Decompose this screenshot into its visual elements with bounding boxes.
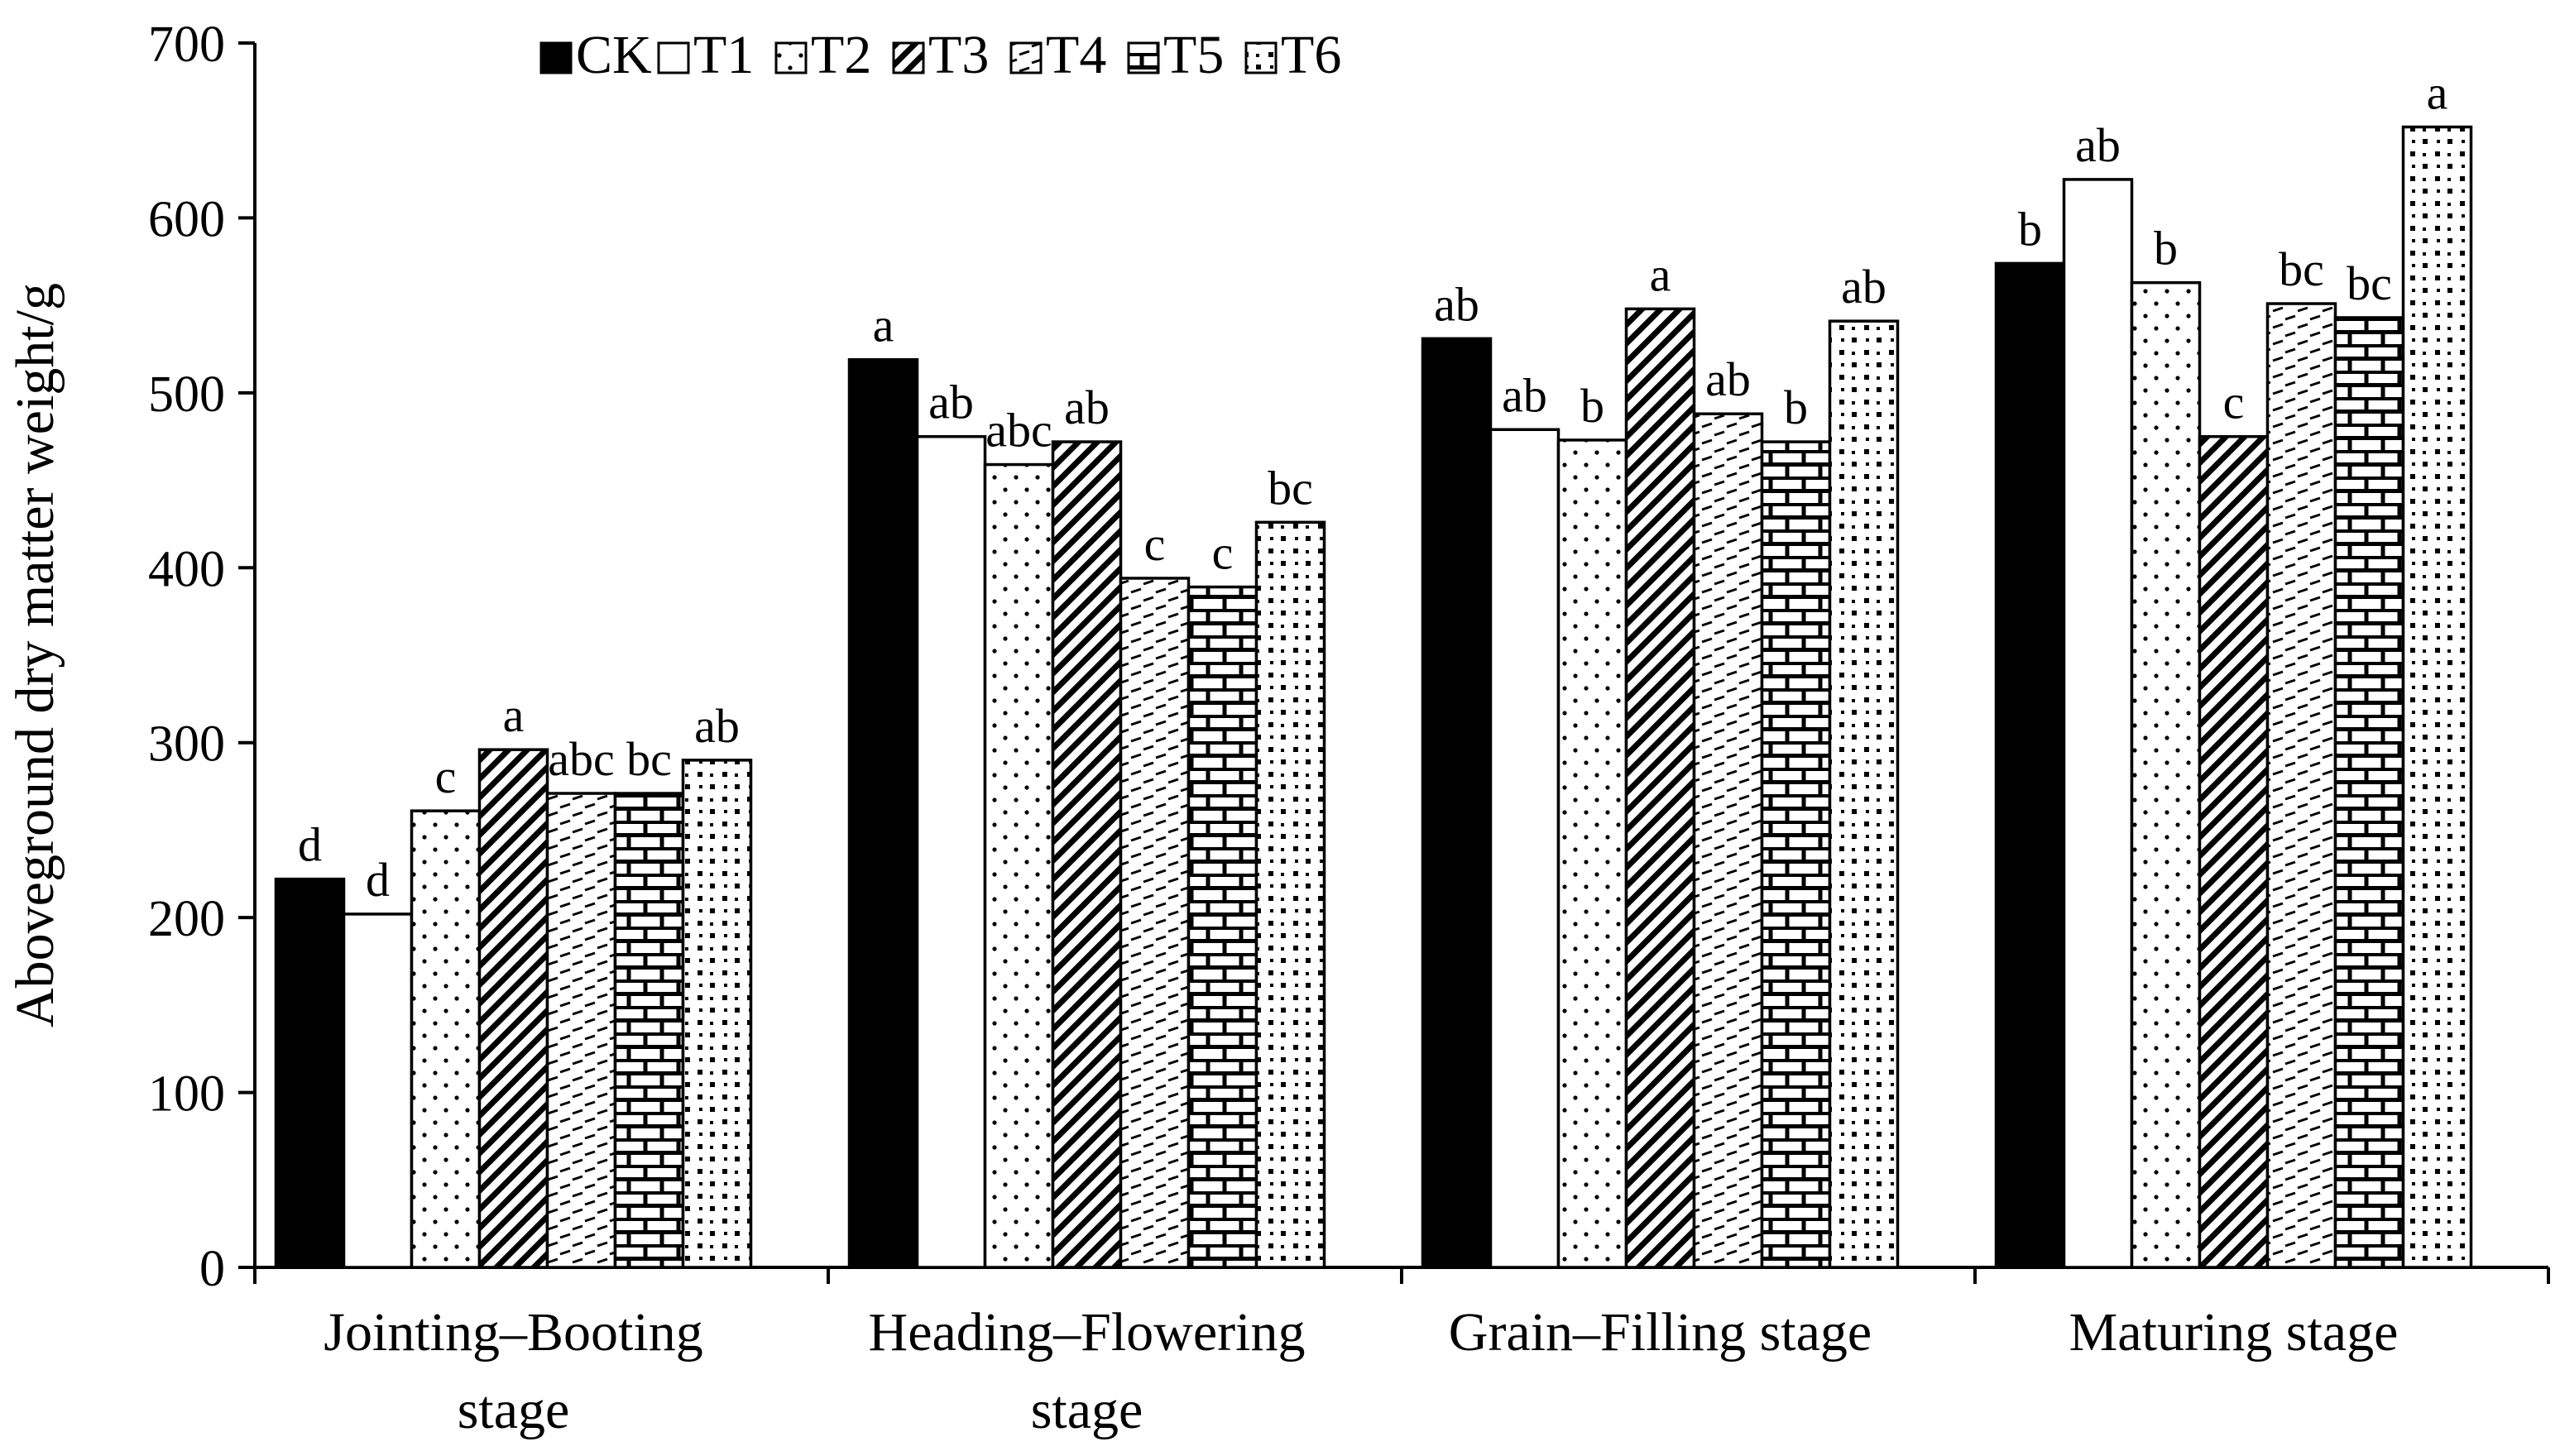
legend-label-t1: T1	[693, 25, 754, 85]
significance-label: d	[298, 818, 322, 872]
legend-label-t5: T5	[1163, 25, 1224, 85]
legend-label-t2: T2	[811, 25, 871, 85]
y-tick-label: 100	[148, 1066, 225, 1123]
significance-label: bc	[626, 732, 672, 786]
bar-ck	[847, 357, 919, 1269]
legend-swatch-ck	[539, 41, 573, 74]
y-tick-label: 200	[148, 891, 225, 947]
legend-swatch-t6	[1244, 41, 1278, 74]
significance-label: c	[2223, 376, 2245, 429]
legend-label-t6: T6	[1281, 25, 1341, 85]
legend-label-t3: T3	[928, 25, 989, 85]
bar-t6	[2401, 125, 2473, 1269]
significance-label: a	[503, 688, 525, 742]
x-category-label: Heading–Flowering stage	[869, 1302, 1306, 1440]
significance-label: ab	[1841, 260, 1886, 314]
y-tick-label: 500	[148, 366, 225, 423]
significance-label: d	[366, 853, 390, 907]
significance-label: ab	[1705, 352, 1751, 406]
y-axis-title: Aboveground dry matter weight/g	[5, 283, 65, 1027]
significance-label: abc	[548, 732, 615, 786]
bar-t4	[545, 792, 617, 1269]
significance-label: ab	[1502, 368, 1547, 422]
bar-t4	[2265, 302, 2337, 1269]
bar-t3	[1051, 440, 1123, 1269]
x-category-label-line: Grain–Filling stage	[1449, 1302, 1872, 1363]
bar-t3	[477, 748, 549, 1269]
bar-t1	[2062, 178, 2134, 1269]
bar-t4	[1119, 577, 1191, 1269]
significance-label: b	[1784, 381, 1808, 434]
significance-label: a	[2427, 65, 2448, 119]
bar-t4	[1692, 412, 1764, 1269]
significance-label: ab	[1434, 277, 1479, 331]
y-tick-label: 400	[148, 541, 225, 597]
legend-swatch-t3	[892, 41, 925, 74]
x-category-label-line: Heading–Flowering	[869, 1302, 1306, 1363]
bar-t1	[1489, 428, 1560, 1269]
y-tick-label: 600	[148, 191, 225, 247]
bar-t5	[1187, 585, 1258, 1269]
x-category-label-line: stage	[458, 1380, 570, 1440]
bar-ck	[1421, 337, 1493, 1269]
significance-label: bc	[1268, 461, 1313, 515]
x-category-label-line: stage	[1031, 1380, 1143, 1440]
x-category-label-line: Jointing–Booting	[324, 1302, 702, 1363]
significance-label: c	[1144, 517, 1166, 571]
significance-label: a	[873, 299, 894, 352]
bar-t5	[613, 792, 685, 1269]
bar-t1	[915, 434, 987, 1269]
significance-label: bc	[2279, 242, 2324, 296]
significance-label: ab	[1064, 381, 1110, 434]
significance-label: ab	[694, 699, 740, 753]
bar-t6	[681, 759, 753, 1269]
significance-label: b	[2154, 222, 2178, 275]
y-tick-label: 700	[148, 17, 225, 73]
x-category-label: Jointing–Booting stage	[324, 1302, 702, 1440]
bar-t3	[1624, 307, 1696, 1269]
significance-label: bc	[2347, 256, 2392, 310]
x-category-label-line: Maturing stage	[2069, 1302, 2399, 1363]
y-tick-label: 0	[199, 1241, 225, 1297]
legend-swatch-t4	[1009, 41, 1043, 74]
bar-t5	[2333, 316, 2405, 1269]
y-tick-label: 300	[148, 716, 225, 773]
bar-ck	[274, 877, 346, 1269]
bar-t1	[342, 912, 414, 1269]
legend-label-ck: CK	[576, 25, 652, 85]
significance-label: c	[435, 750, 457, 803]
bar-t3	[2198, 434, 2270, 1269]
bar-t6	[1828, 319, 1900, 1269]
legend-swatch-t5	[1127, 41, 1160, 74]
bar-t2	[983, 462, 1055, 1269]
significance-label: ab	[2075, 118, 2121, 172]
bar-ck	[1994, 261, 2066, 1269]
bar-t5	[1760, 440, 1832, 1269]
significance-label: ab	[928, 376, 974, 429]
x-category-label: Grain–Filling stage	[1449, 1302, 1872, 1363]
bar-t2	[1556, 438, 1628, 1269]
bar-t2	[2130, 280, 2202, 1269]
x-category-label: Maturing stage	[2069, 1302, 2399, 1363]
significance-label: b	[2018, 202, 2042, 256]
legend-label-t4: T4	[1046, 25, 1106, 85]
significance-label: a	[1650, 247, 1671, 301]
significance-label: b	[1580, 379, 1604, 433]
significance-label: c	[1212, 526, 1234, 580]
legend-swatch-t2	[774, 41, 808, 74]
significance-label: abc	[985, 404, 1052, 457]
legend-swatch-t1	[657, 41, 690, 74]
bar-t2	[410, 809, 482, 1269]
bar-t6	[1254, 520, 1326, 1269]
